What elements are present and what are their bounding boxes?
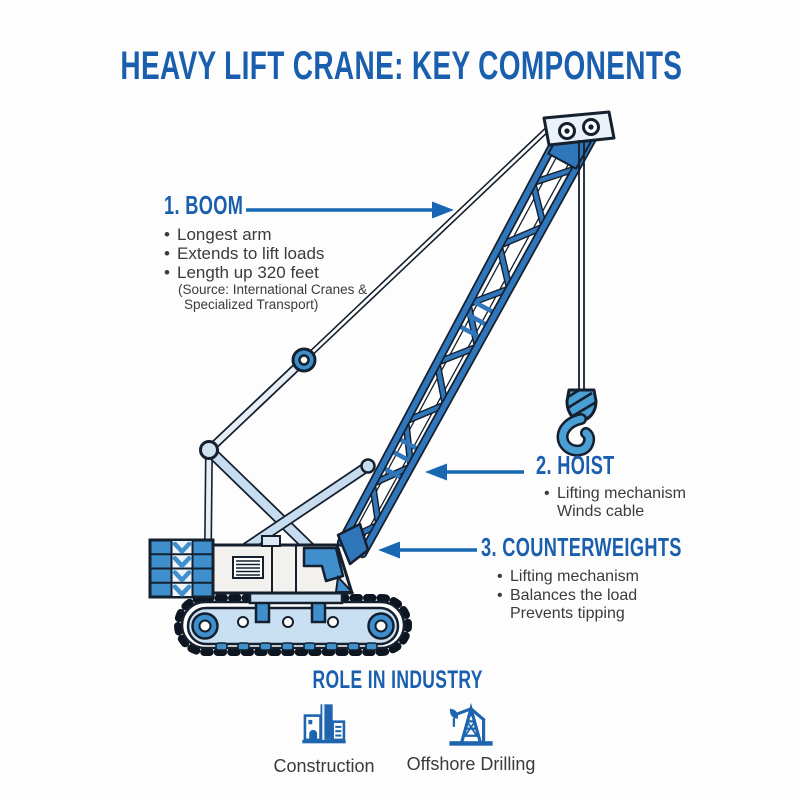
hoist-bullet-list: • Lifting mechanism Winds cable <box>544 485 686 521</box>
list-item: Prevents tipping <box>497 605 768 624</box>
bullet-dot: • <box>544 485 550 502</box>
list-item: • Lifting mechanism <box>497 568 768 587</box>
arrowhead-right-icon <box>432 201 454 219</box>
deck-anchor-box <box>261 535 281 547</box>
arrowhead-left-icon <box>378 541 400 559</box>
list-item: • Longest arm <box>164 225 367 244</box>
bullet-text: Balances the load <box>510 586 638 604</box>
industry-section-heading-wrap: ROLE IN INDUSTRY <box>0 668 796 693</box>
bullet-dot: • <box>164 244 170 263</box>
industry-item-label: Construction <box>273 756 375 776</box>
crawler-track <box>174 594 412 656</box>
counterweights-section: 3. COUNTERWEIGHTS • Lifting mechanism • … <box>481 534 768 624</box>
boom-foot <box>336 522 370 566</box>
hoist-arrow <box>425 463 524 481</box>
bullet-dot: • <box>164 225 170 244</box>
hoist-heading: 2. HOIST <box>536 450 615 480</box>
bullet-dot: • <box>497 568 503 585</box>
source-note-line: (Source: International Cranes & <box>178 282 368 297</box>
boom-section: 1. BOOM • Longest arm • Extends to lift … <box>164 192 367 312</box>
boom-arrow <box>246 201 454 219</box>
bullet-text: Lifting mechanism <box>557 485 686 502</box>
bullet-text: Prevents tipping <box>510 605 625 622</box>
page-title: HEAVY LIFT CRANE: KEY COMPONENTS <box>120 44 683 88</box>
bullet-dot: • <box>164 263 170 282</box>
title-bar: HEAVY LIFT CRANE: KEY COMPONENTS <box>0 46 800 86</box>
construction-building-icon <box>302 704 346 744</box>
industry-item-label: Offshore Drilling <box>406 754 536 774</box>
gantry-strut <box>205 446 321 559</box>
boom-tip <box>542 110 616 147</box>
list-item: • Balances the load <box>497 587 768 606</box>
boom-bullet-list: • Longest arm • Extends to lift loads • … <box>164 225 367 312</box>
bullet-text: Winds cable <box>557 503 645 520</box>
mast-strut <box>204 355 309 455</box>
hoist-section: 2. HOIST • Lifting mechanism Winds cable <box>536 452 686 521</box>
counterweights-arrow <box>378 541 477 559</box>
bullet-text: Longest arm <box>177 225 272 244</box>
bullet-text: Lifting mechanism <box>510 568 639 585</box>
oil-derrick-icon <box>449 702 493 746</box>
operator-cab <box>302 546 345 583</box>
source-note-line: Specialized Transport) <box>184 297 319 312</box>
counterweights-heading: 3. COUNTERWEIGHTS <box>481 532 682 562</box>
crane-body <box>211 535 355 595</box>
pendant-pulley <box>291 347 317 373</box>
chevron-down-icon <box>172 541 192 597</box>
hoist-cable <box>578 140 585 392</box>
pendant-cables <box>301 121 556 363</box>
bullet-text: Extends to lift loads <box>177 244 325 263</box>
industry-item-offshore-drilling: Offshore Drilling <box>396 698 546 775</box>
bullet-text: Length up 320 feet <box>177 263 319 282</box>
backstop-joint <box>360 458 376 474</box>
list-item: Winds cable <box>544 503 686 521</box>
industry-item-construction: Construction <box>254 700 394 777</box>
industry-heading: ROLE IN INDUSTRY <box>312 666 484 694</box>
list-item: • Extends to lift loads <box>164 244 367 263</box>
mast-vertical-member <box>204 446 213 552</box>
boom-heading: 1. BOOM <box>164 190 244 220</box>
list-item: • Length up 320 feet <box>164 263 367 282</box>
list-item: • Lifting mechanism <box>544 485 686 503</box>
bullet-dot: • <box>497 586 503 604</box>
lattice-boom <box>336 119 597 566</box>
counterweight-stack <box>148 538 215 599</box>
hook-block <box>556 388 598 457</box>
arrowhead-left-icon <box>425 463 447 481</box>
body-front-panel <box>334 574 355 593</box>
counterweights-bullet-list: • Lifting mechanism • Balances the load … <box>497 568 768 624</box>
mast-pivot <box>199 440 219 460</box>
